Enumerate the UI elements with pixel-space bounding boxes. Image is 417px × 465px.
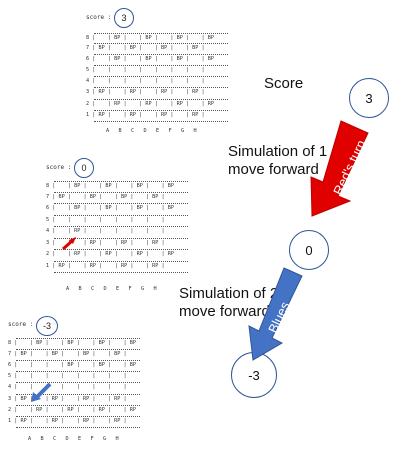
row-separator — [94, 99, 228, 100]
blues-arrow: Blues — [248, 267, 303, 361]
board-row: 8 | | BP | | BP | | BP | | BP — [46, 183, 175, 189]
simulation-2-label: Simulation of 2 move forward — [179, 285, 279, 320]
row-separator — [16, 349, 140, 350]
row-separator — [94, 43, 228, 44]
row-separator — [16, 371, 140, 372]
score-label: score : — [46, 164, 72, 171]
board-row: 4 | | RP | | | | | | — [46, 228, 165, 234]
row-separator — [54, 238, 188, 239]
row-separator — [16, 382, 140, 383]
score-circle-0: 0 — [289, 230, 329, 270]
column-labels: A B C D E F G H — [106, 128, 197, 134]
row-separator — [94, 110, 228, 111]
row-separator — [54, 261, 188, 262]
board-sim1: score : 0 8 | | BP | | BP | | BP | | BP … — [46, 158, 188, 298]
row-separator — [94, 54, 228, 55]
board-row: 7 | BP | | BP | | BP | | BP | — [8, 351, 127, 357]
row-separator — [94, 33, 228, 34]
board-row: 2 | | RP | | RP | | RP | | RP — [46, 251, 175, 257]
score-label: score : — [86, 14, 112, 21]
score-value-circle: 3 — [114, 8, 134, 28]
board-row: 3 | RP | | RP | | RP | | RP | — [86, 89, 205, 95]
row-separator — [94, 65, 228, 66]
score-label: score : — [8, 321, 34, 328]
board-row: 8 | | BP | | BP | | BP | | BP — [86, 35, 215, 41]
board-row: 1 | RP | | RP | | RP | | RP | — [86, 112, 205, 118]
row-separator — [54, 226, 188, 227]
board-row: 7 | BP | | BP | | BP | | BP | — [86, 45, 205, 51]
board-row: 3 | | | RP | | RP | | RP | — [46, 240, 165, 246]
small-red-arrow — [62, 237, 76, 251]
board-row: 5 | | | | | | | | — [86, 67, 205, 73]
row-separator — [54, 249, 188, 250]
row-separator — [16, 427, 140, 428]
row-separator — [94, 121, 228, 122]
board-row: 8 | | BP | | BP | | BP | | BP — [8, 340, 137, 346]
simulation-1-label: Simulation of 1 move forward — [228, 143, 328, 178]
board-row: 4 | | | | | | | | — [86, 78, 205, 84]
score-circle-3: 3 — [349, 78, 389, 118]
score-circle-value: 3 — [365, 90, 373, 106]
board-row: 5 | | | | | | | | — [8, 373, 127, 379]
board-sim2: score : -3 8 | | BP | | BP | | BP | | BP… — [8, 316, 148, 456]
score-heading: Score — [264, 75, 304, 92]
row-separator — [94, 87, 228, 88]
score-circle-value: 0 — [305, 242, 313, 258]
score-value: -3 — [42, 321, 51, 331]
board-row: 6 | | | | BP | | BP | | BP — [8, 362, 137, 368]
board-row: 1 | RP | | RP | | RP | | RP | — [8, 418, 127, 424]
row-separator — [16, 394, 140, 395]
row-separator — [94, 76, 228, 77]
row-separator — [16, 416, 140, 417]
board-row: 6 | | BP | | BP | | BP | | BP — [46, 205, 175, 211]
board-row: 3 | BP | | RP | | RP | | RP | — [8, 396, 127, 402]
board-initial: score : 3 8 | | BP | | BP | | BP | | BP … — [86, 8, 228, 148]
row-separator — [16, 338, 140, 339]
small-blue-arrow — [31, 382, 52, 402]
score-value-circle: -3 — [36, 316, 58, 336]
row-separator — [16, 360, 140, 361]
row-separator — [54, 181, 188, 182]
board-row: 7 | BP | | BP | | BP | | BP | — [46, 194, 165, 200]
score-value-circle: 0 — [74, 158, 94, 178]
board-row: 2 | | RP | | RP | | RP | | RP — [8, 407, 137, 413]
column-labels: A B C D E F G H — [66, 286, 157, 292]
row-separator — [54, 272, 188, 273]
row-separator — [16, 405, 140, 406]
row-separator — [54, 192, 188, 193]
board-row: 2 | | RP | | RP | | RP | | RP — [86, 101, 215, 107]
row-separator — [54, 203, 188, 204]
board-row: 5 | | | | | | | | — [46, 217, 165, 223]
row-separator — [54, 215, 188, 216]
column-labels: A B C D E F G H — [28, 436, 119, 442]
board-row: 1 | RP | | RP | | RP | | RP | — [46, 263, 165, 269]
board-row: 6 | | BP | | BP | | BP | | BP — [86, 56, 215, 62]
score-value: 0 — [81, 163, 87, 173]
score-value: 3 — [121, 13, 127, 23]
score-circle-value: -3 — [248, 367, 260, 383]
reds-turn-arrow: Red's turn — [310, 120, 369, 217]
